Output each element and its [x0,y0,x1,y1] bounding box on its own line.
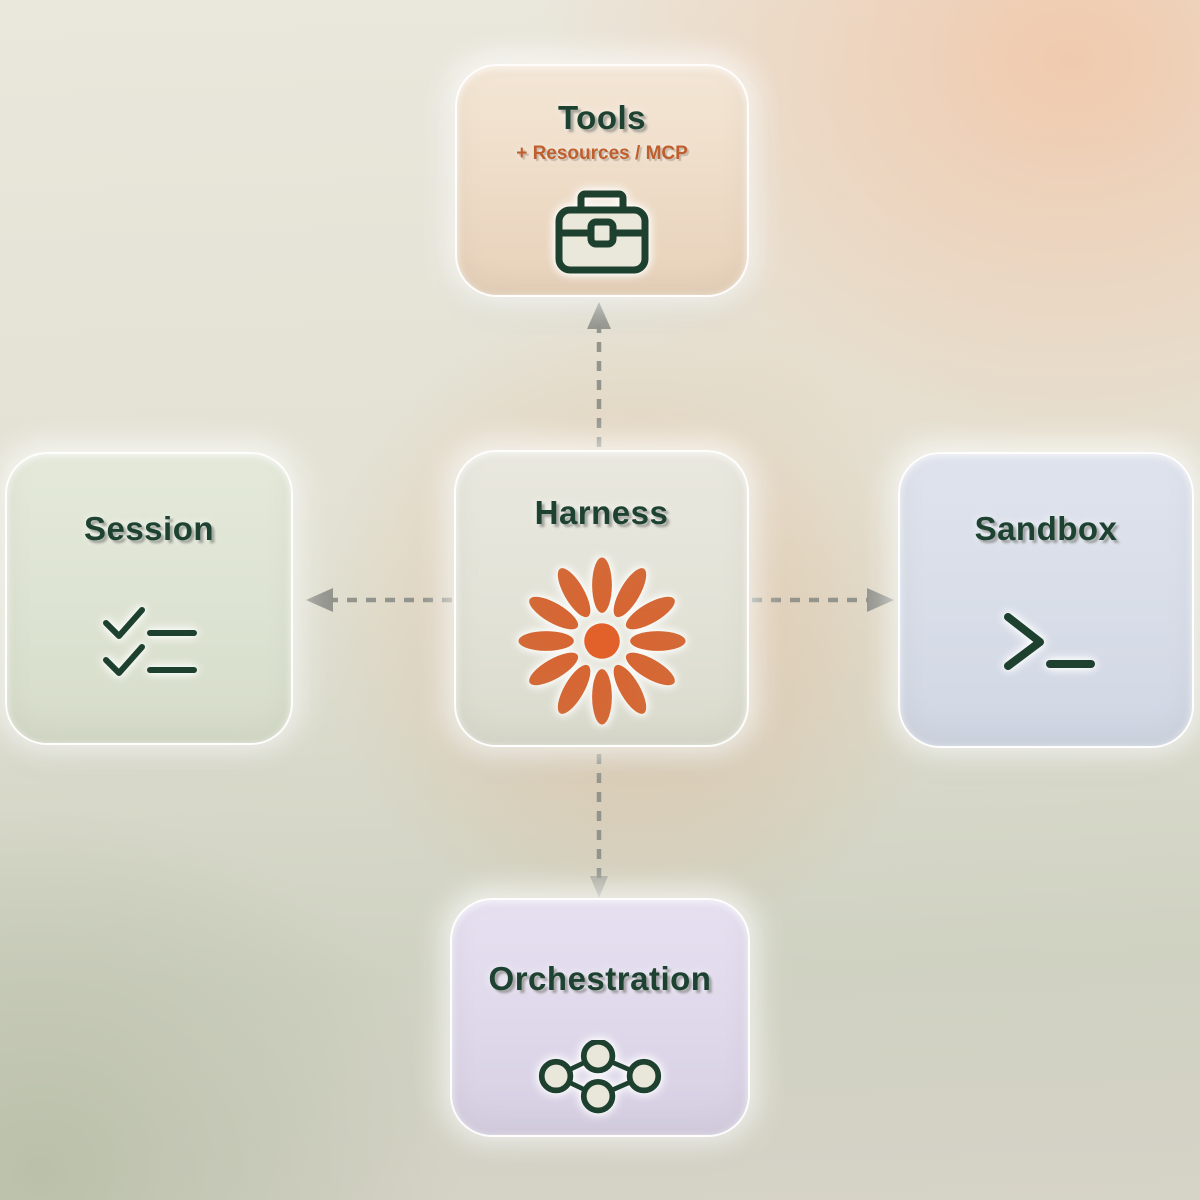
tools-title: Tools [557,99,647,136]
node-card-session: Session [5,452,293,745]
arrowhead-down-icon [590,876,608,898]
arrowhead-right-icon [867,588,894,612]
node-card-sandbox: Sandbox [898,452,1194,748]
node-card-orchestration: Orchestration [450,898,750,1137]
terminal-prompt-icon [1004,613,1095,670]
network-nodes-icon [538,1040,662,1114]
session-title: Session [83,510,215,547]
sandbox-title: Sandbox [974,510,1118,547]
arrowhead-left-icon [306,588,333,612]
harness-title: Harness [534,494,669,531]
node-card-harness: Harness [454,450,749,747]
flower-burst-icon [517,557,686,725]
checklist-icon [102,607,197,676]
orchestration-title: Orchestration [488,960,712,997]
arrowhead-up-icon [587,302,611,329]
node-card-tools: Tools + Resources / MCP [455,64,749,297]
tools-subtitle: + Resources / MCP [516,143,688,164]
toolbox-icon [555,190,649,274]
